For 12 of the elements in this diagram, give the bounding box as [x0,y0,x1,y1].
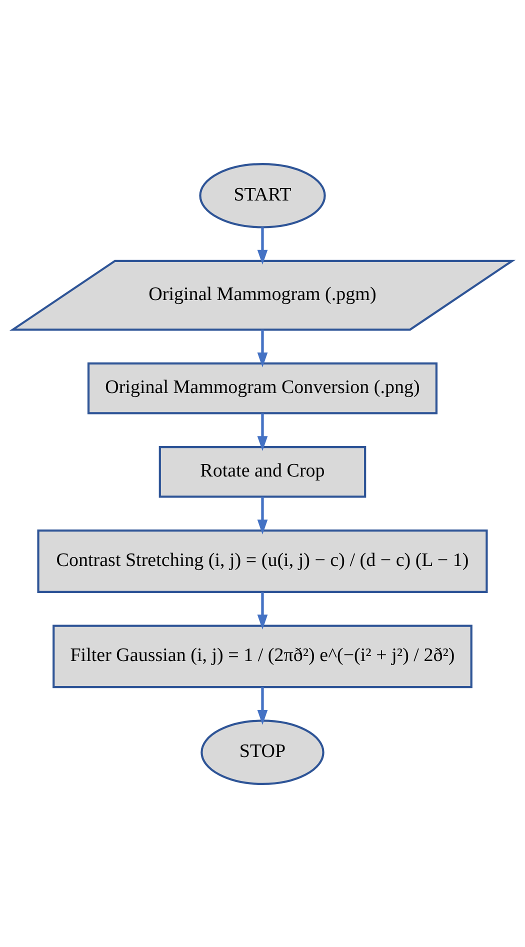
node-box: Contrast Stretching (i, j) = (u(i, j) − c) / (d − c) (L − 1) [37,529,488,592]
node-box: Filter Gaussian (i, j) = 1 / (2πð²) e^(−(i² + j²) / 2ð²) [52,624,472,688]
node-box: Original Mammogram Conversion (.png) [87,362,438,414]
arrow [257,496,268,534]
arrow [257,226,268,264]
node-ellipse: STOP [200,719,324,785]
arrow [257,329,268,367]
node-ellipse: START [199,162,326,228]
arrow [257,412,268,451]
arrow [257,592,268,629]
arrow [257,686,268,724]
node-box: Rotate and Crop [158,445,366,498]
